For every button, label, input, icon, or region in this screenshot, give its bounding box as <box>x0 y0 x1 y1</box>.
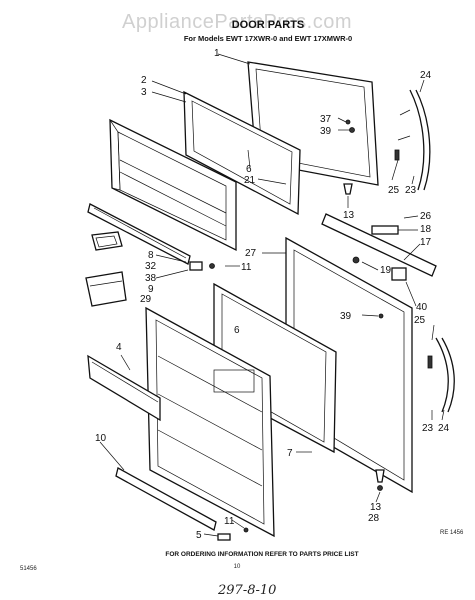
callout-4: 4 <box>116 342 122 353</box>
diagram-subtitle: For Models EWT 17XWR-0 and EWT 17XMWR-0 <box>184 34 352 43</box>
callout-17: 17 <box>420 237 432 248</box>
hinge-screw-38 <box>189 261 215 271</box>
door-stop-13-top <box>343 183 353 195</box>
footer-left-code: 51456 <box>20 566 37 572</box>
freezer-door-liner <box>109 118 237 252</box>
callout-13-lower: 13 <box>370 502 382 513</box>
callout-24-upper: 24 <box>420 70 432 81</box>
leader-lines <box>99 53 445 537</box>
door-shelf-4 <box>87 354 161 422</box>
door-stop-13-bottom <box>375 469 385 491</box>
freezer-shelf-bar <box>87 203 191 265</box>
screw-39-lower <box>378 313 384 319</box>
callout-5: 5 <box>196 530 202 541</box>
callout-9: 9 <box>148 284 154 295</box>
diagram-title: DOOR PARTS <box>232 19 305 31</box>
freezer-door-gasket <box>183 90 301 216</box>
callout-10: 10 <box>95 433 107 444</box>
callout-29: 29 <box>140 294 152 305</box>
callout-27: 27 <box>245 248 257 259</box>
callout-38: 38 <box>145 273 157 284</box>
callout-37: 37 <box>320 114 332 125</box>
door-hinge-bracket <box>321 213 437 281</box>
handwritten-note: 297-8-10 <box>217 583 276 598</box>
callout-18: 18 <box>420 224 432 235</box>
callout-13-upper: 13 <box>343 210 355 221</box>
callout-3: 3 <box>141 87 147 98</box>
callout-numbers: 1 2 3 6 21 37 39 13 24 25 23 26 18 17 27… <box>95 48 450 541</box>
callout-11-lower: 11 <box>224 516 235 527</box>
callout-7: 7 <box>287 448 293 459</box>
callout-39-lower: 39 <box>340 311 352 322</box>
page-number: 10 <box>234 564 241 570</box>
callout-8: 8 <box>148 250 154 261</box>
callout-25-upper: 25 <box>388 185 400 196</box>
ordering-note: FOR ORDERING INFORMATION REFER TO PARTS … <box>165 551 358 558</box>
callout-6-upper: 6 <box>246 164 252 175</box>
callout-25-lower: 25 <box>414 315 426 326</box>
callout-1: 1 <box>214 48 220 59</box>
lower-screws <box>217 527 249 541</box>
freezer-handle <box>394 89 431 191</box>
door-shelf-bar-10 <box>115 467 217 531</box>
callout-11-upper: 11 <box>241 262 252 273</box>
callout-21: 21 <box>244 175 256 186</box>
callout-24-lower: 24 <box>438 423 450 434</box>
footer-right-code: RE 1456 <box>440 530 464 536</box>
callout-6-lower: 6 <box>234 325 240 336</box>
callout-32: 32 <box>145 261 157 272</box>
callout-19: 19 <box>380 265 392 276</box>
callout-23-lower: 23 <box>422 423 434 434</box>
watermark-text: AppliancePartsPros.com <box>122 11 352 33</box>
callout-40: 40 <box>416 302 428 313</box>
callout-2: 2 <box>141 75 147 86</box>
callout-23-upper: 23 <box>405 185 417 196</box>
fresh-food-handle <box>427 337 455 413</box>
butter-compartment <box>85 271 127 307</box>
dairy-tray <box>91 231 123 251</box>
callout-28: 28 <box>368 513 380 524</box>
callout-26: 26 <box>420 211 432 222</box>
callout-39-upper: 39 <box>320 126 332 137</box>
